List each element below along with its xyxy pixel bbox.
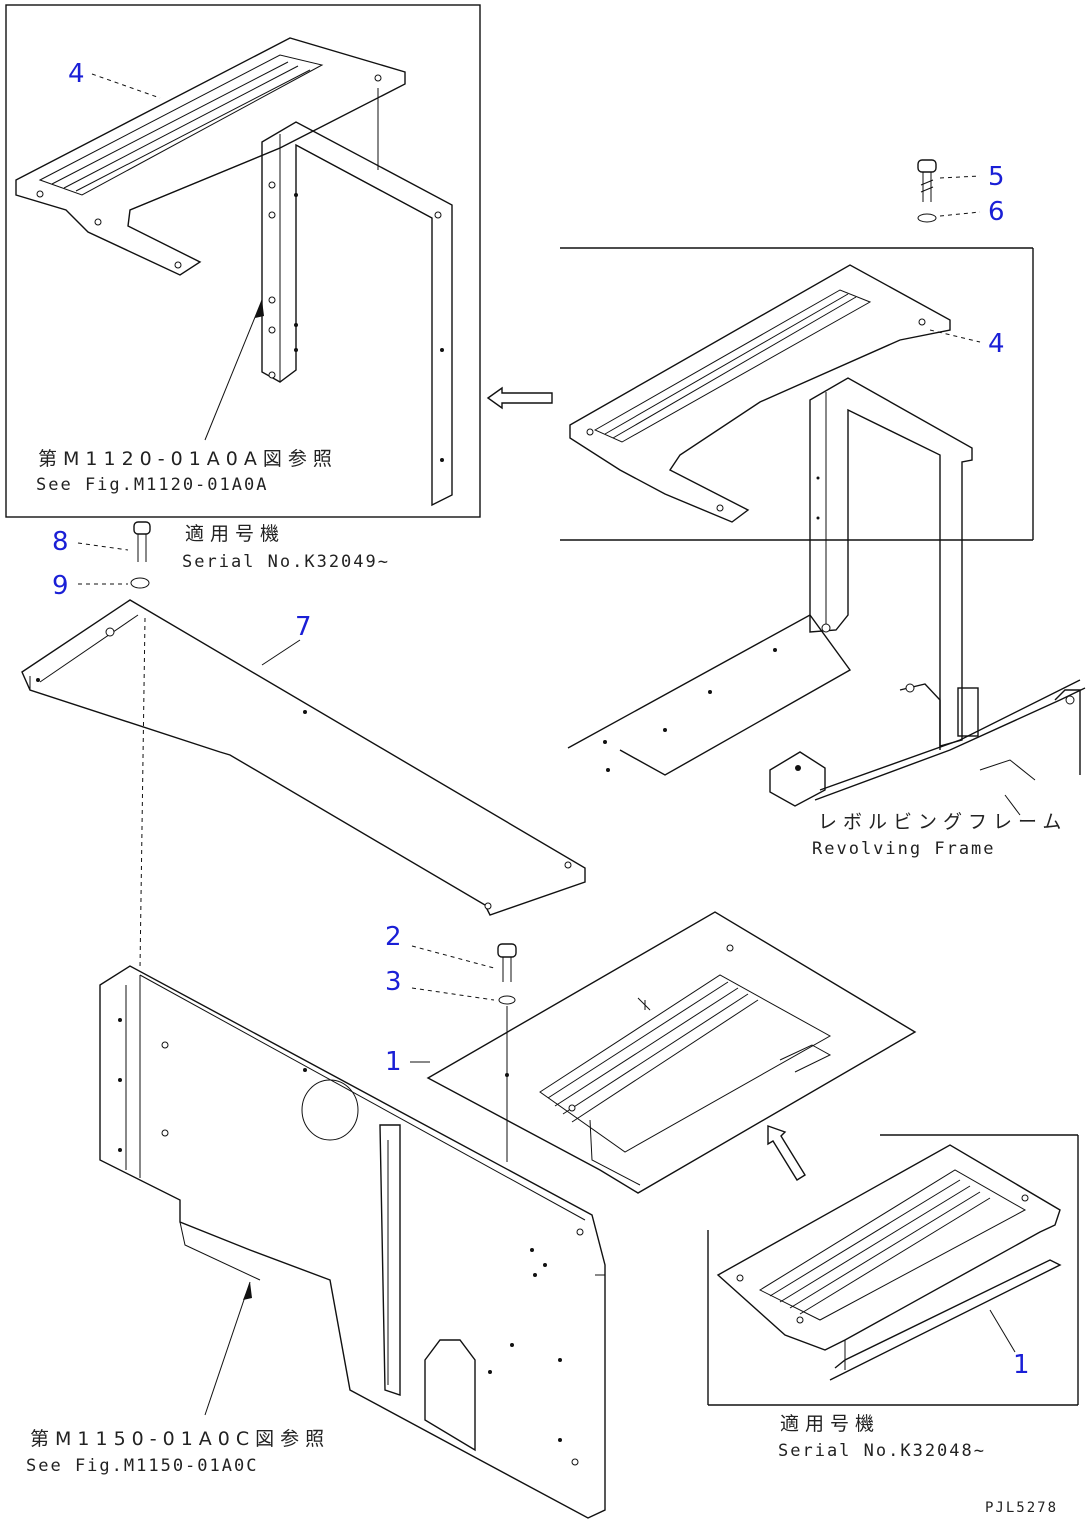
cover-plate-top-left xyxy=(15,37,406,276)
callout-9: 9 xyxy=(52,571,69,601)
bracket-frame-top-right xyxy=(809,377,973,747)
callout-7: 7 xyxy=(295,612,312,642)
serial-top-en: Serial No.K32049~ xyxy=(182,552,390,572)
callout-5: 5 xyxy=(988,162,1005,192)
bolt-5 xyxy=(917,159,981,202)
plate-7 xyxy=(21,599,586,969)
callout-3: 3 xyxy=(385,967,402,997)
washer-9 xyxy=(78,577,150,589)
bracket-group-top-right xyxy=(560,159,1086,816)
callout-8: 8 xyxy=(52,527,69,557)
ref-bottom-jp: 第M1150-01A0C図参照 xyxy=(30,1428,330,1450)
callout-2: 2 xyxy=(385,922,402,952)
callout-1-inset: 1 xyxy=(1013,1350,1030,1380)
ref-top-en: See Fig.M1120-01A0A xyxy=(36,475,268,495)
revolving-frame-outline xyxy=(567,614,1086,816)
callout-1: 1 xyxy=(385,1047,402,1077)
ref-top-jp: 第M1120-01A0A図参照 xyxy=(38,448,338,470)
bolt-8 xyxy=(77,521,151,562)
serial-bottom-jp: 適用号機 xyxy=(780,1413,880,1435)
washer-6 xyxy=(917,211,981,223)
bolt-2 xyxy=(411,943,517,982)
cover-plate-inset xyxy=(716,1144,1062,1381)
cover-1 xyxy=(410,911,917,1194)
callout-4-right: 4 xyxy=(988,329,1005,359)
callout-6: 6 xyxy=(988,197,1005,227)
inset-bottom-right xyxy=(707,1125,1079,1406)
frame-en: Revolving Frame xyxy=(812,839,996,859)
frame-jp: レボルビングフレーム xyxy=(818,811,1067,833)
serial-top-jp: 適用号機 xyxy=(185,523,285,545)
hollow-arrow-left xyxy=(486,386,553,410)
hollow-arrow-up xyxy=(767,1125,806,1181)
washer-3 xyxy=(411,987,516,1162)
bracket-frame-top-left xyxy=(261,88,453,507)
callout-4-top: 4 xyxy=(68,59,85,89)
housing xyxy=(99,965,606,1519)
drawing-code: PJL5278 xyxy=(985,1500,1058,1516)
ref-bottom-en: See Fig.M1150-01A0C xyxy=(26,1456,258,1476)
serial-bottom-en: Serial No.K32048~ xyxy=(778,1441,986,1461)
inset-top-left xyxy=(5,4,481,518)
cover-plate-top-right xyxy=(569,264,981,523)
